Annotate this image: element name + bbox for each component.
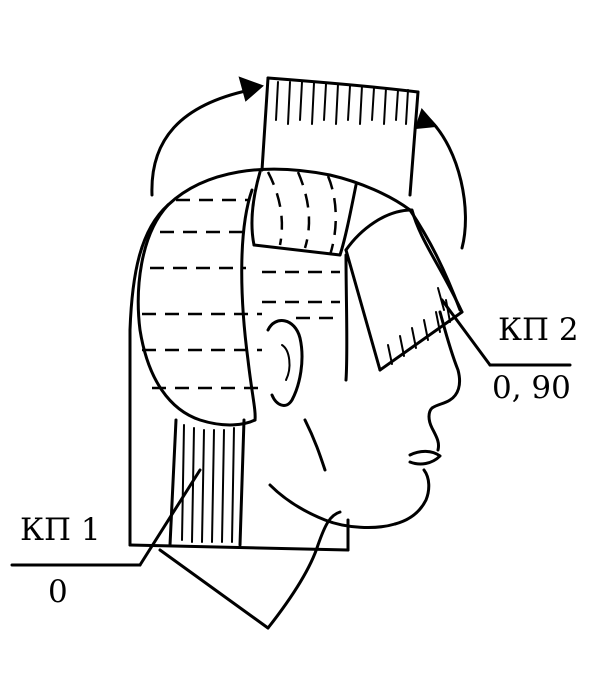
control-point-1: КП 1 0 — [10, 468, 202, 610]
left-arrow-icon — [150, 88, 252, 197]
cp1-title: КП 1 — [20, 512, 101, 548]
control-point-2: КП 2 0, 90 — [440, 298, 579, 406]
nape-section — [168, 418, 246, 547]
right-arrow-icon — [428, 118, 467, 250]
cp1-angle: 0 — [48, 574, 68, 610]
face-profile — [268, 253, 462, 529]
cp1-pointer — [138, 468, 202, 567]
neck-shoulder — [158, 510, 350, 630]
cp2-title: КП 2 — [498, 312, 579, 348]
fringe-section — [344, 208, 464, 372]
rotation-arrows — [150, 76, 467, 250]
crown-section — [136, 188, 340, 427]
cp2-angle: 0, 90 — [492, 370, 571, 406]
cp2-pointer — [440, 298, 492, 367]
top-section-lifted — [260, 76, 420, 197]
crown-strands — [250, 170, 358, 257]
back-hair-section — [128, 167, 462, 552]
ear — [266, 319, 304, 407]
